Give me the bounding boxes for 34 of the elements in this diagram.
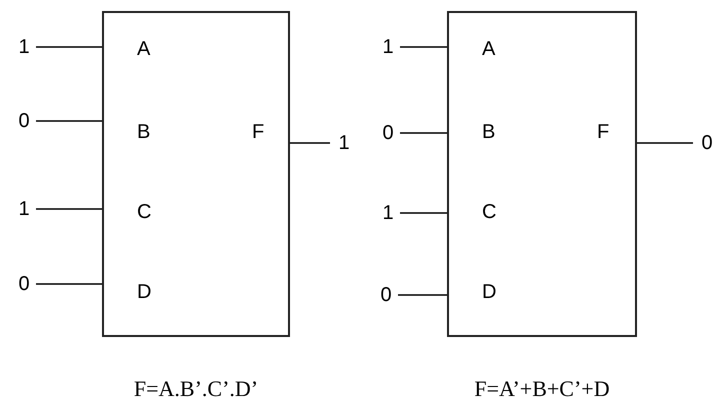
logic-block bbox=[102, 11, 290, 337]
wire bbox=[400, 46, 447, 48]
wire bbox=[398, 294, 447, 296]
input-pin-label: B bbox=[482, 120, 496, 144]
logic-value: 1 bbox=[14, 34, 34, 60]
wire bbox=[290, 142, 330, 144]
input-pin-label: B bbox=[137, 120, 150, 144]
output-pin-label: F bbox=[252, 120, 264, 144]
wire bbox=[400, 212, 447, 214]
logic-value: 0 bbox=[14, 108, 34, 134]
input-pin-label: D bbox=[137, 280, 152, 304]
input-pin-label: A bbox=[137, 37, 150, 61]
wire bbox=[36, 120, 102, 122]
wire bbox=[637, 142, 693, 144]
input-pin-label: C bbox=[137, 200, 152, 224]
wire bbox=[400, 132, 447, 134]
logic-value: 1 bbox=[378, 34, 398, 60]
logic-value: 0 bbox=[378, 120, 398, 146]
logic-value: 0 bbox=[14, 271, 34, 297]
boolean-expression: F=A.B’.C’.D’ bbox=[132, 376, 260, 402]
boolean-expression: F=A’+B+C’+D bbox=[473, 376, 611, 402]
logic-value: 1 bbox=[334, 130, 354, 156]
logic-value: 1 bbox=[378, 200, 398, 226]
input-pin-label: C bbox=[482, 200, 496, 224]
wire bbox=[36, 46, 102, 48]
logic-value: 0 bbox=[697, 130, 717, 156]
logic-value: 1 bbox=[14, 196, 34, 222]
wire bbox=[36, 208, 102, 210]
output-pin-label: F bbox=[597, 120, 610, 144]
input-pin-label: D bbox=[482, 280, 496, 304]
logic-value: 0 bbox=[376, 282, 396, 308]
wire bbox=[36, 283, 102, 285]
logic-block bbox=[447, 11, 637, 337]
input-pin-label: A bbox=[482, 37, 496, 61]
